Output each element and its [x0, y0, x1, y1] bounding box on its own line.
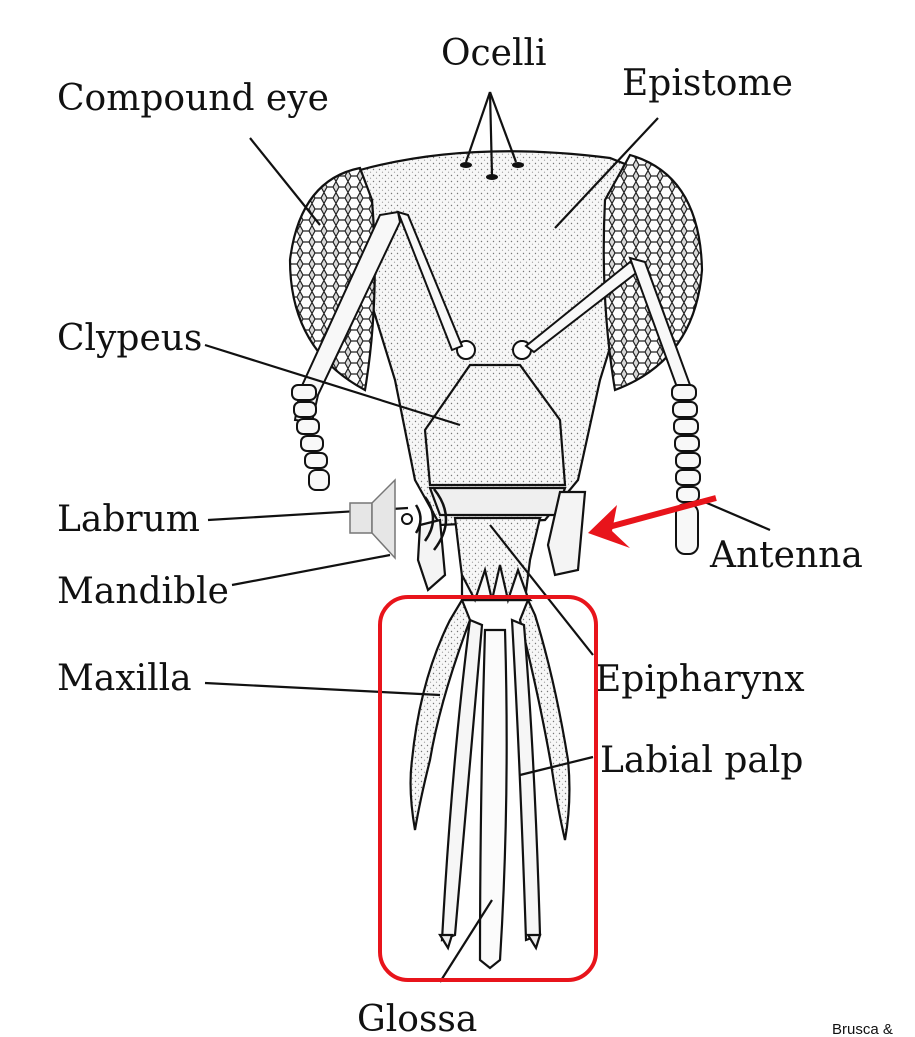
mandible-left [416, 518, 447, 592]
antenna-left [291, 210, 464, 491]
ocellus-left [460, 162, 472, 168]
speaker-icon[interactable] [349, 478, 448, 560]
labial-palp-left [440, 618, 484, 942]
labial-palp-right-tip [526, 933, 542, 951]
source-credit: Brusca & [832, 1021, 893, 1037]
label-ocelli: Ocelli [441, 33, 547, 74]
label-epistome: Epistome [622, 63, 793, 104]
ocellus-center [486, 174, 498, 180]
clypeus-plate [423, 363, 567, 487]
highlight-arrow [588, 495, 717, 548]
labrum-plate [428, 486, 567, 517]
maxilla-right [518, 597, 571, 841]
glossa-tongue [478, 628, 508, 970]
label-glossa: Glossa [357, 999, 477, 1037]
ocellus-right [512, 162, 524, 168]
label-labrum: Labrum [57, 499, 200, 540]
label-maxilla: Maxilla [57, 658, 192, 699]
label-compound-eye: Compound eye [57, 78, 329, 119]
leader-lines [204, 91, 771, 983]
mandible-right [546, 490, 587, 577]
labial-palp-left-tip [438, 933, 454, 951]
galea-tips [460, 564, 533, 605]
maxilla-left [409, 597, 472, 831]
label-epipharynx: Epipharynx [595, 659, 805, 700]
label-antenna: Antenna [709, 535, 863, 576]
label-labial-palp: Labial palp [600, 740, 803, 781]
highlight-box [378, 595, 598, 982]
label-clypeus: Clypeus [57, 318, 202, 359]
antenna-right [524, 256, 701, 555]
label-mandible: Mandible [57, 571, 229, 612]
